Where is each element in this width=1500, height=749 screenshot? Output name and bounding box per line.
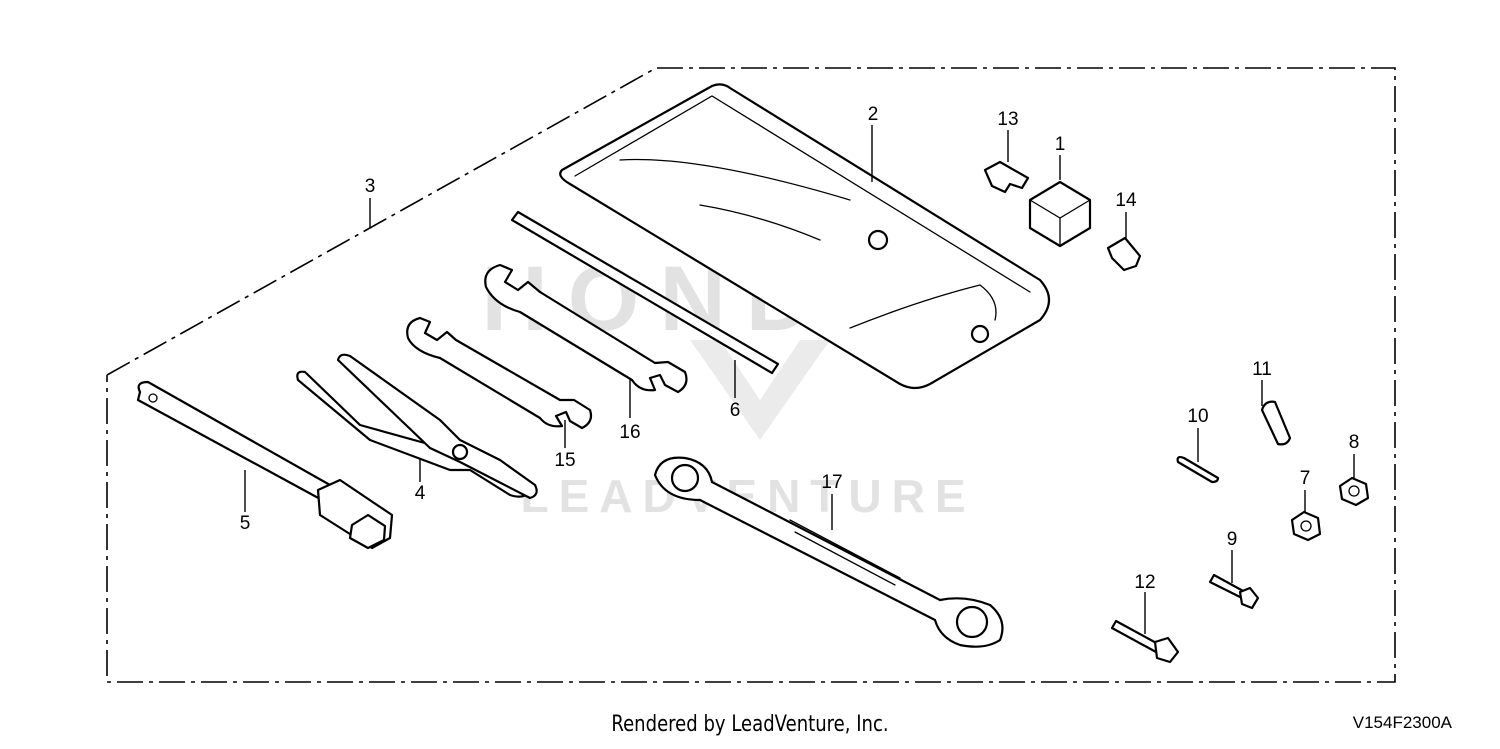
fuse-puller — [983, 160, 1030, 194]
diagram-code: V154F2300A — [1352, 713, 1452, 732]
pliers — [296, 353, 538, 500]
callout-6: 6 — [730, 400, 741, 421]
fuse-case — [1028, 180, 1092, 248]
callout-2: 2 — [868, 104, 879, 125]
bolt-12 — [1110, 619, 1180, 664]
cotter-pin — [1176, 456, 1220, 484]
flange-nut-7 — [1290, 510, 1322, 542]
watermark-emblem-icon — [690, 340, 830, 440]
callout-13: 13 — [997, 109, 1018, 130]
callout-14: 14 — [1115, 190, 1137, 211]
render-credit: Rendered by LeadVenture, Inc. — [611, 712, 889, 737]
tool-bag — [559, 83, 1051, 390]
callout-7: 7 — [1300, 468, 1311, 489]
spark-plug-wrench — [136, 380, 394, 550]
ring-wrench — [653, 456, 1004, 648]
nut-8 — [1338, 476, 1370, 507]
callout-4: 4 — [415, 483, 426, 504]
callout-17: 17 — [821, 472, 842, 493]
leader-lines — [244, 125, 1355, 634]
tool-kit-boundary — [106, 67, 1396, 683]
callout-1: 1 — [1055, 134, 1066, 155]
sleeve-pin — [1260, 400, 1292, 446]
callout-5: 5 — [240, 513, 251, 534]
callout-11: 11 — [1252, 359, 1272, 380]
bolt-9 — [1208, 573, 1260, 610]
callout-10: 10 — [1187, 406, 1208, 427]
open-end-wrench-large — [484, 263, 688, 394]
callout-15: 15 — [554, 450, 575, 471]
callout-16: 16 — [619, 422, 640, 443]
open-end-wrench-small — [406, 316, 593, 430]
fuse — [1106, 236, 1142, 272]
callout-numbers: 1 2 3 4 5 6 7 8 9 10 11 12 13 14 15 16 1… — [240, 104, 1360, 593]
callout-9: 9 — [1227, 529, 1238, 550]
callout-8: 8 — [1349, 432, 1360, 453]
callout-12: 12 — [1134, 572, 1155, 593]
extension-bar — [510, 210, 780, 375]
callout-3: 3 — [365, 176, 376, 197]
